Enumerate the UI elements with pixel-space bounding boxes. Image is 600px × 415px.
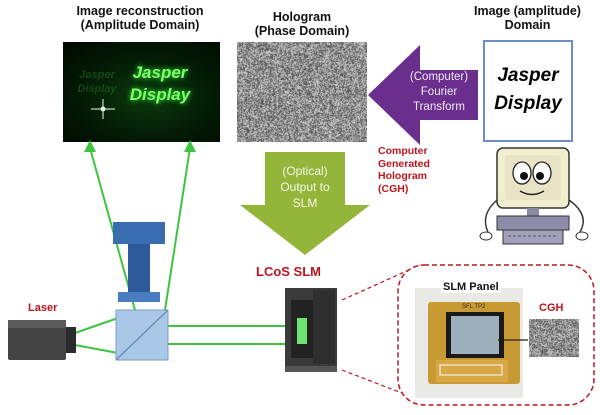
- zero-order-spot: [91, 99, 115, 119]
- laser-device: [8, 320, 76, 360]
- output-arrow: [240, 152, 370, 255]
- output-line-2: Output to: [280, 180, 330, 194]
- lens-assembly: [113, 222, 165, 302]
- fourier-arrow: [368, 45, 478, 145]
- slm-panel-label: SLM Panel: [441, 281, 501, 293]
- hologram-subtitle: (Phase Domain): [254, 24, 350, 38]
- fourier-line-1: (Computer): [409, 71, 469, 83]
- hologram-phase-image: [237, 42, 367, 142]
- beam-arrowhead-left: [84, 140, 96, 152]
- cgh-label: Computer Generated Hologram (CGH): [378, 145, 478, 195]
- output-line-1: (Optical): [282, 164, 328, 178]
- amp-line-jasper: Jasper: [497, 65, 559, 86]
- ghost-line-1: Jasper: [79, 69, 115, 81]
- lcos-device: [285, 288, 337, 372]
- slm-panel-photo: [415, 288, 523, 398]
- cgh-thumbnail: [529, 319, 579, 357]
- amplitude-image: Jasper Display: [483, 40, 573, 142]
- reconstruction-title: Image reconstruction: [76, 4, 204, 18]
- panel-marking: SFL TP2: [462, 304, 486, 310]
- reconstruction-image: Jasper Display Jasper Display: [63, 42, 220, 142]
- output-label: (Optical) Output to SLM: [262, 163, 348, 211]
- cgh-small-label: CGH: [539, 302, 564, 314]
- fourier-label: (Computer) Fourier Transform: [396, 70, 482, 115]
- cgh-line-4: (CGH): [378, 182, 409, 195]
- amplitude-text: Jasper Display: [485, 62, 571, 118]
- amplitude-header: Image (amplitude) Domain: [455, 4, 600, 32]
- reconstruction-subtitle: (Amplitude Domain): [80, 18, 200, 32]
- recon-line-display: Display: [129, 85, 191, 104]
- amplitude-subtitle: Domain: [504, 18, 551, 32]
- hologram-title: Hologram: [272, 10, 332, 24]
- cgh-line-3: Hologram: [378, 170, 428, 182]
- hologram-header: Hologram (Phase Domain): [232, 10, 372, 38]
- output-line-3: SLM: [292, 196, 318, 210]
- amp-line-display: Display: [494, 93, 562, 114]
- fourier-line-3: Transform: [413, 101, 465, 113]
- cgh-line-2: Generated: [378, 157, 430, 170]
- beam-splitter: [115, 309, 169, 361]
- laser-beams: [74, 147, 290, 354]
- reconstruction-header: Image reconstruction (Amplitude Domain): [55, 4, 225, 32]
- fourier-line-2: Fourier: [420, 86, 458, 98]
- ghost-line-2: Display: [77, 83, 117, 95]
- ghost-text: Jasper Display: [67, 68, 127, 96]
- recon-line-jasper: Jasper: [132, 63, 188, 82]
- laser-label: Laser: [28, 302, 58, 314]
- reconstruction-text: Jasper Display: [105, 62, 215, 106]
- cgh-line-1: Computer: [378, 145, 428, 157]
- lcos-slm-label: LCoS SLM: [256, 264, 321, 279]
- beam-arrowhead-right: [184, 140, 196, 152]
- amplitude-title: Image (amplitude): [474, 4, 581, 18]
- computer-illustration: [479, 147, 589, 245]
